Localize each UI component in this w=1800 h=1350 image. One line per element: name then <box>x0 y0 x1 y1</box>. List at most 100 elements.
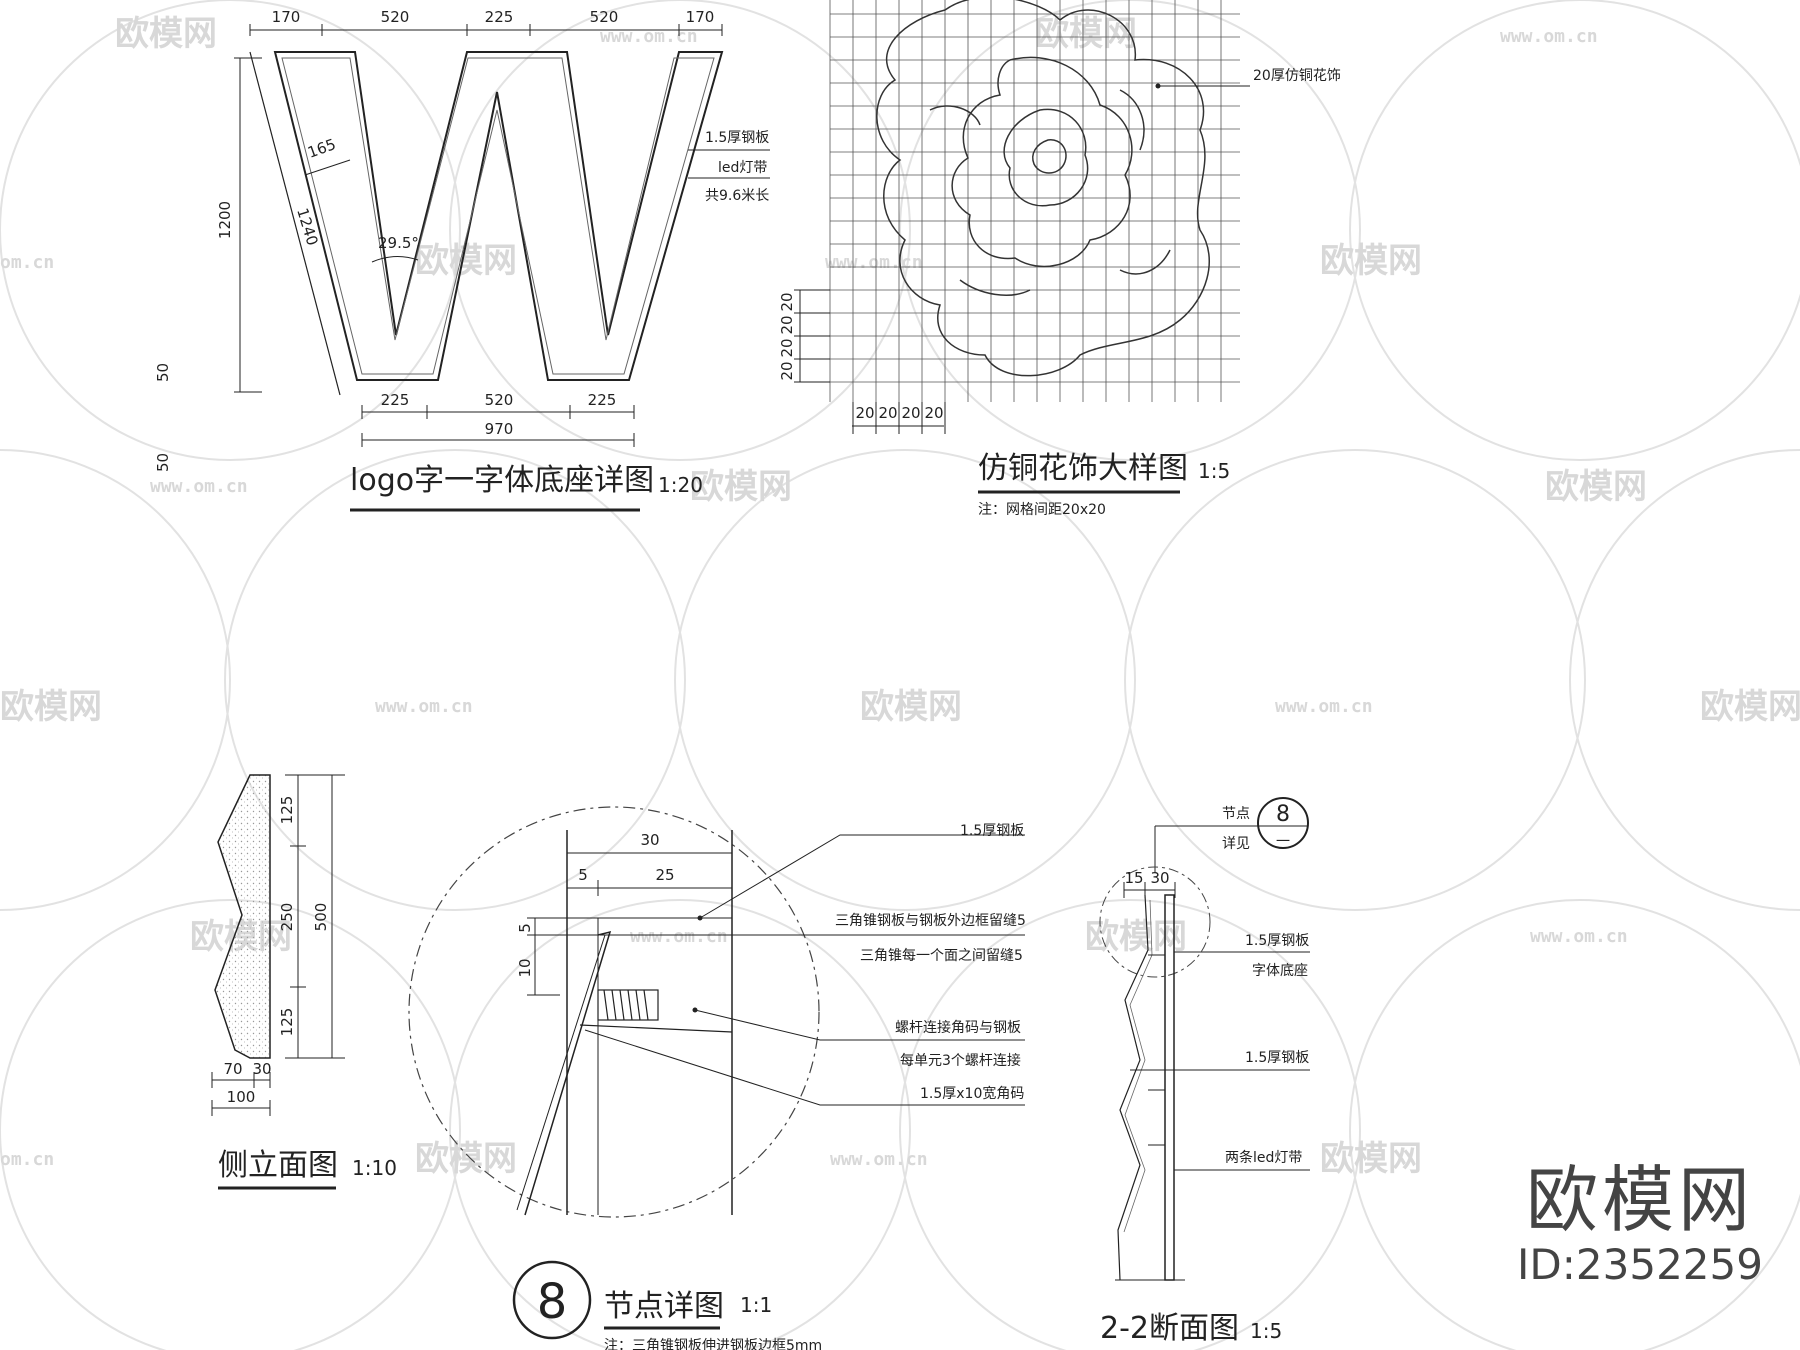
watermark-text: 欧模网 欧模网 www.om.cn www.om.cn 欧模网 欧模网 om.c… <box>0 14 1800 1179</box>
dim-bottom-1: 225 <box>381 391 410 409</box>
grid-dim-h-4: 20 <box>924 404 943 422</box>
dim-top-4: 520 <box>590 8 619 26</box>
note-steel: 1.5厚钢板 <box>705 130 769 146</box>
sec-note-2: 字体底座 <box>1252 963 1308 979</box>
grid-dim-v-4: 20 <box>778 361 796 380</box>
node-dim-top: 30 <box>640 831 659 849</box>
side-elevation-title: 侧立面图 <box>218 1148 338 1183</box>
grid-dim-v-3: 20 <box>778 338 796 357</box>
sec-dim-1: 15 <box>1124 869 1143 887</box>
dim-bottom-3: 225 <box>588 391 617 409</box>
wm-1: 欧模网 <box>115 14 217 54</box>
flower-label: 20厚仿铜花饰 <box>1253 68 1341 84</box>
w-letter-outer <box>273 51 724 381</box>
node-note-5: 每单元3个螺杆连接 <box>900 1052 1021 1069</box>
wm-url-2: www.om.cn <box>1500 26 1598 47</box>
flower-detail-note: 注：网格间距20x20 <box>978 502 1106 518</box>
w-letter-inner <box>281 57 715 375</box>
node-detail-title: 节点详图 <box>604 1289 724 1324</box>
wm-url-4: www.om.cn <box>825 252 923 273</box>
node-dim-top-3: 25 <box>655 866 674 884</box>
sec-note-4: 两条led灯带 <box>1225 1149 1302 1166</box>
dim-left-2: 50 <box>154 453 172 472</box>
node-note-4: 螺杆连接角码与钢板 <box>895 1019 1021 1036</box>
sec-note-1: 1.5厚钢板 <box>1245 933 1309 949</box>
wm-url-11: www.om.cn <box>830 1149 928 1170</box>
grid-dim-h-1: 20 <box>855 404 874 422</box>
logo-detail-title: logo字一字体底座详图 <box>350 463 654 498</box>
node-number: 8 <box>537 1274 568 1330</box>
dim-stroke: 165 <box>305 135 338 162</box>
flower-detail: 20厚仿铜花饰 20 20 20 20 20 20 20 20 仿铜花饰大样图 … <box>778 0 1341 518</box>
wm-12: 欧模网 <box>415 1139 517 1179</box>
wm-url-10: om.cn <box>0 1149 54 1170</box>
ref-label-2: 详见 <box>1222 836 1250 852</box>
wm-4: 欧模网 <box>1320 241 1422 281</box>
node-dim-left-1: 5 <box>516 923 534 933</box>
wm-2: 欧模网 <box>1035 14 1137 54</box>
side-dim-v-2: 250 <box>278 903 296 932</box>
node-note-3: 三角锥每一个面之间留缝5 <box>860 948 1023 964</box>
wm-9: 欧模网 <box>1700 687 1800 727</box>
logo-detail: 170 520 225 520 170 1200 165 1240 29.5° … <box>154 8 770 512</box>
node-detail-footnote: 注：三角锥钢板伸进钢板边框5mm <box>604 1338 822 1350</box>
wm-url-7: www.om.cn <box>1275 696 1373 717</box>
brand-name: 欧模网 <box>1525 1158 1754 1242</box>
wm-url-6: www.om.cn <box>375 696 473 717</box>
grid-dim-v-2: 20 <box>778 315 796 334</box>
node-detail-scale: 1:1 <box>740 1293 772 1317</box>
dim-top-3: 225 <box>485 8 514 26</box>
brand-id: ID:2352259 <box>1517 1240 1763 1289</box>
dim-top-2: 520 <box>381 8 410 26</box>
side-profile <box>214 774 271 1059</box>
wm-url-3: om.cn <box>0 252 54 273</box>
flower-grid <box>829 0 1240 402</box>
dim-angle: 29.5° <box>378 234 419 252</box>
dim-total-width: 970 <box>485 420 514 438</box>
node-dim-top-2: 5 <box>578 866 588 884</box>
section-2-2: 8 一 节点 详见 15 30 1.5厚钢板 字体底座 1.5厚钢板 两条led… <box>1099 797 1310 1346</box>
side-dim-v-3: 125 <box>278 1008 296 1037</box>
wm-6: 欧模网 <box>1545 467 1647 507</box>
wm-7: 欧模网 <box>0 687 102 727</box>
section-title: 2-2断面图 <box>1100 1311 1239 1346</box>
node-note-1: 1.5厚钢板 <box>960 823 1024 839</box>
rose-outline <box>876 0 1210 377</box>
sec-dim-2: 30 <box>1150 869 1169 887</box>
wm-11: 欧模网 <box>1085 917 1187 957</box>
side-elevation-scale: 1:10 <box>352 1156 397 1180</box>
dim-diagonal: 1240 <box>293 206 321 248</box>
wm-url-5: www.om.cn <box>150 476 248 497</box>
node-note-2: 三角锥钢板与钢板外边框留缝5 <box>835 913 1026 929</box>
dim-top-5: 170 <box>686 8 715 26</box>
side-elevation: 125 250 125 500 70 30 100 侧立面图 1:10 <box>211 774 397 1190</box>
note-length: 共9.6米长 <box>705 188 769 204</box>
logo-detail-scale: 1:20 <box>658 473 703 497</box>
dim-top-1: 170 <box>272 8 301 26</box>
wm-url-8: www.om.cn <box>630 926 728 947</box>
ref-number: 8 <box>1276 802 1290 827</box>
wm-8: 欧模网 <box>860 687 962 727</box>
wm-url-1: www.om.cn <box>600 26 698 47</box>
ref-label-1: 节点 <box>1222 806 1250 822</box>
grid-dim-h-3: 20 <box>901 404 920 422</box>
grid-dim-v-1: 20 <box>778 292 796 311</box>
side-dim-b-2: 30 <box>252 1060 271 1078</box>
brand-watermark: 欧模网 ID:2352259 <box>1510 1160 1770 1290</box>
side-dim-total: 500 <box>312 903 330 932</box>
wm-5: 欧模网 <box>690 467 792 507</box>
dim-left-1: 50 <box>154 363 172 382</box>
dim-bottom-2: 520 <box>485 391 514 409</box>
note-led: led灯带 <box>718 160 767 176</box>
side-dim-b-1: 70 <box>223 1060 242 1078</box>
side-dim-total-w: 100 <box>227 1088 256 1106</box>
wm-url-9: www.om.cn <box>1530 926 1628 947</box>
flower-detail-title: 仿铜花饰大样图 <box>978 451 1188 486</box>
dim-height: 1200 <box>216 201 234 239</box>
side-dim-v-1: 125 <box>278 796 296 825</box>
wm-13: 欧模网 <box>1320 1139 1422 1179</box>
sec-note-3: 1.5厚钢板 <box>1245 1050 1309 1066</box>
node-note-6: 1.5厚x10宽角码 <box>920 1085 1024 1102</box>
